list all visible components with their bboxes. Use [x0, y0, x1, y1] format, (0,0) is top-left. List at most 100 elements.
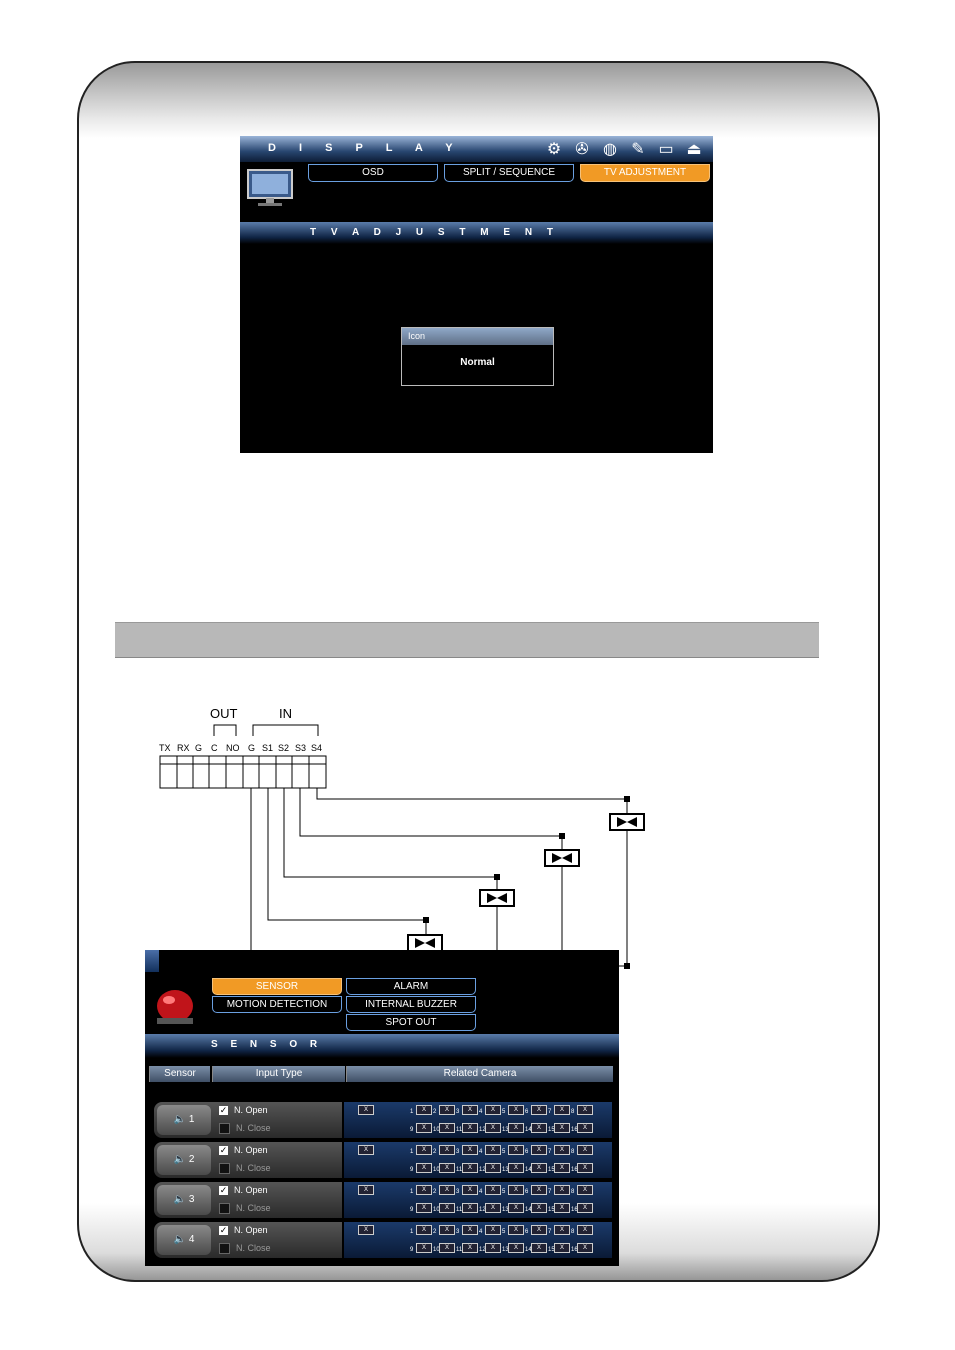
camera-toggle[interactable]: X [439, 1185, 455, 1195]
camera-toggle[interactable]: X [439, 1163, 455, 1173]
camera-toggle[interactable]: X [554, 1185, 570, 1195]
camera-toggle[interactable]: X [508, 1145, 524, 1155]
checkbox-checked[interactable]: ✓ [219, 1145, 228, 1156]
camera-toggle[interactable]: X [554, 1105, 570, 1115]
camera-toggle[interactable]: X [554, 1145, 570, 1155]
camera-toggle[interactable]: X [416, 1163, 432, 1173]
camera-toggle[interactable]: X [485, 1163, 501, 1173]
n-open-option[interactable]: ✓N. Open [219, 1225, 268, 1236]
camera-toggle[interactable]: X [531, 1185, 547, 1195]
tab-tv-adjustment[interactable]: TV ADJUSTMENT [580, 164, 710, 182]
camera-toggle[interactable]: X [508, 1185, 524, 1195]
camera-toggle[interactable]: X [577, 1105, 593, 1115]
camera-all-toggle[interactable]: X [358, 1225, 374, 1235]
camera-toggle[interactable]: X [485, 1123, 501, 1133]
n-close-option[interactable]: N. Close [219, 1163, 271, 1175]
camera-toggle[interactable]: X [462, 1145, 478, 1155]
camera-toggle[interactable]: X [416, 1123, 432, 1133]
n-open-option[interactable]: ✓N. Open [219, 1105, 268, 1116]
camera-toggle[interactable]: X [508, 1203, 524, 1213]
camera-toggle[interactable]: X [531, 1105, 547, 1115]
camera-toggle[interactable]: X [462, 1123, 478, 1133]
tab-split-sequence[interactable]: SPLIT / SEQUENCE [444, 164, 574, 182]
camera-toggle[interactable]: X [439, 1105, 455, 1115]
camera-toggle[interactable]: X [485, 1203, 501, 1213]
camera-toggle[interactable]: X [416, 1243, 432, 1253]
spot-out-button[interactable]: SPOT OUT [346, 1014, 476, 1031]
camera-toggle[interactable]: X [462, 1225, 478, 1235]
camera-toggle[interactable]: X [462, 1243, 478, 1253]
camera-toggle[interactable]: X [508, 1163, 524, 1173]
camera-toggle[interactable]: X [485, 1185, 501, 1195]
camera-toggle[interactable]: X [531, 1203, 547, 1213]
camera-toggle[interactable]: X [439, 1243, 455, 1253]
sensor-number-button[interactable]: 🔈 4 [157, 1225, 211, 1255]
camera-toggle[interactable]: X [577, 1123, 593, 1133]
camera-toggle[interactable]: X [531, 1123, 547, 1133]
n-close-option[interactable]: N. Close [219, 1123, 271, 1135]
camera-toggle[interactable]: X [531, 1145, 547, 1155]
camera-toggle[interactable]: X [416, 1145, 432, 1155]
camera-toggle[interactable]: X [554, 1163, 570, 1173]
camera-toggle[interactable]: X [554, 1123, 570, 1133]
camera-toggle[interactable]: X [485, 1145, 501, 1155]
alarm-button[interactable]: ALARM [346, 978, 476, 995]
tab-osd[interactable]: OSD [308, 164, 438, 182]
camera-toggle[interactable]: X [554, 1243, 570, 1253]
camera-toggle[interactable]: X [577, 1145, 593, 1155]
checkbox-checked[interactable]: ✓ [219, 1225, 228, 1236]
sensor-number-button[interactable]: 🔈 1 [157, 1105, 211, 1135]
camera-toggle[interactable]: X [416, 1105, 432, 1115]
checkbox-unchecked[interactable] [219, 1203, 230, 1215]
camera-all-toggle[interactable]: X [358, 1145, 374, 1155]
camera-toggle[interactable]: X [577, 1163, 593, 1173]
checkbox-unchecked[interactable] [219, 1123, 230, 1135]
camera-all-toggle[interactable]: X [358, 1185, 374, 1195]
camera-toggle[interactable]: X [531, 1243, 547, 1253]
camera-toggle[interactable]: X [508, 1105, 524, 1115]
n-open-option[interactable]: ✓N. Open [219, 1185, 268, 1196]
camera-toggle[interactable]: X [462, 1203, 478, 1213]
checkbox-checked[interactable]: ✓ [219, 1105, 228, 1116]
camera-toggle[interactable]: X [462, 1105, 478, 1115]
n-open-option[interactable]: ✓N. Open [219, 1145, 268, 1156]
camera-toggle[interactable]: X [416, 1185, 432, 1195]
globe-icon[interactable]: ◍ [603, 141, 617, 158]
camera-toggle[interactable]: X [439, 1225, 455, 1235]
camera-toggle[interactable]: X [416, 1225, 432, 1235]
camera-toggle[interactable]: X [508, 1243, 524, 1253]
popup-value[interactable]: Normal [460, 357, 495, 368]
icon-popup[interactable]: Icon Normal [401, 327, 554, 386]
film-reel-icon[interactable]: ✇ [575, 141, 589, 158]
camera-toggle[interactable]: X [462, 1163, 478, 1173]
camera-toggle[interactable]: X [439, 1203, 455, 1213]
internal-buzzer-button[interactable]: INTERNAL BUZZER [346, 996, 476, 1013]
camera-toggle[interactable]: X [577, 1225, 593, 1235]
sensor-number-button[interactable]: 🔈 2 [157, 1145, 211, 1175]
camera-toggle[interactable]: X [439, 1145, 455, 1155]
camera-toggle[interactable]: X [531, 1225, 547, 1235]
tool-icon[interactable]: ✎ [631, 141, 645, 158]
camera-toggle[interactable]: X [485, 1105, 501, 1115]
camera-toggle[interactable]: X [577, 1243, 593, 1253]
motion-detection-button[interactable]: MOTION DETECTION [212, 996, 342, 1013]
camera-toggle[interactable]: X [485, 1243, 501, 1253]
camera-toggle[interactable]: X [462, 1185, 478, 1195]
sensor-number-button[interactable]: 🔈 3 [157, 1185, 211, 1215]
camera-toggle[interactable]: X [485, 1225, 501, 1235]
camera-toggle[interactable]: X [508, 1225, 524, 1235]
n-close-option[interactable]: N. Close [219, 1243, 271, 1255]
sensor-button[interactable]: SENSOR [212, 978, 342, 995]
camera-toggle[interactable]: X [508, 1123, 524, 1133]
camera-toggle[interactable]: X [531, 1163, 547, 1173]
camera-toggle[interactable]: X [439, 1123, 455, 1133]
monitor-icon[interactable]: ▭ [658, 141, 674, 158]
n-close-option[interactable]: N. Close [219, 1203, 271, 1215]
checkbox-unchecked[interactable] [219, 1243, 230, 1255]
gear-icon[interactable]: ⚙ [546, 141, 562, 158]
checkbox-checked[interactable]: ✓ [219, 1185, 228, 1196]
checkbox-unchecked[interactable] [219, 1163, 230, 1175]
camera-toggle[interactable]: X [554, 1225, 570, 1235]
alarm-icon[interactable]: ⏏ [686, 141, 702, 158]
camera-toggle[interactable]: X [416, 1203, 432, 1213]
